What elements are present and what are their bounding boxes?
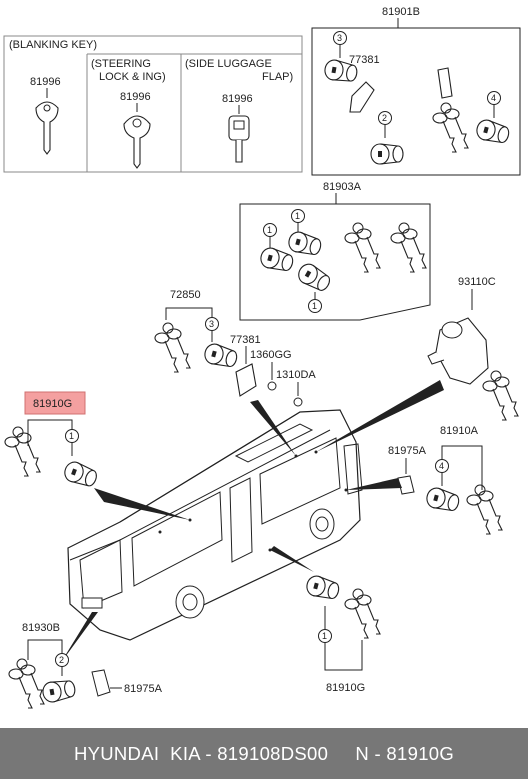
part-93110C-group: 93110C xyxy=(427,276,519,421)
part-81996-label: 81996 xyxy=(120,91,151,103)
part-81910G-label: 81910G xyxy=(326,682,365,694)
callout-4: 4 xyxy=(491,93,496,103)
parts-diagram: (BLANKING KEY) (STEERING LOCK & ING) (SI… xyxy=(3,6,521,709)
part-81975A-label: 81975A xyxy=(388,445,427,457)
blanking-key-label: (BLANKING KEY) xyxy=(9,39,97,51)
part-1360GG-label: 1360GG xyxy=(250,349,292,361)
part-81903A-label: 81903A xyxy=(323,181,362,193)
part-81910A-group: 81910A 4 81975A xyxy=(388,425,503,535)
part-81901B-label: 81901B xyxy=(382,6,420,18)
steering-label-1: (STEERING xyxy=(91,58,151,70)
blanking-key-group: (BLANKING KEY) (STEERING LOCK & ING) (SI… xyxy=(3,35,303,173)
callout-3: 3 xyxy=(337,33,342,43)
part-72850-group: 72850 3 xyxy=(154,289,240,373)
part-81996-label: 81996 xyxy=(222,93,253,105)
part-81910G-bottom-group: 1 81910G xyxy=(304,573,381,694)
callout-4: 4 xyxy=(439,461,444,471)
callout-1: 1 xyxy=(267,225,272,235)
part-72850-label: 72850 xyxy=(170,289,201,301)
blank-key-icon xyxy=(123,115,151,169)
part-77381-group: 77381 1360GG 1310DA xyxy=(230,334,316,407)
callout-2: 2 xyxy=(59,655,64,665)
part-1310DA-label: 1310DA xyxy=(276,369,316,381)
blank-key-icon xyxy=(35,101,59,155)
callout-1: 1 xyxy=(322,631,327,641)
footer-bar: HYUNDAI KIA - 819108DS00 N - 81910G xyxy=(0,728,528,779)
bus-illustration xyxy=(60,380,444,664)
callout-1: 1 xyxy=(312,301,317,311)
part-81975A-label: 81975A xyxy=(124,683,163,695)
callout-1: 1 xyxy=(295,211,300,221)
callout-1: 1 xyxy=(69,431,74,441)
part-81910G-label: 81910G xyxy=(33,398,72,410)
part-93110C-label: 93110C xyxy=(458,276,496,288)
callout-3: 3 xyxy=(209,319,214,329)
part-81910A-label: 81910A xyxy=(440,425,479,437)
callout-2: 2 xyxy=(382,113,387,123)
steering-label-2: LOCK & ING) xyxy=(99,71,166,83)
part-81903A-group: 81903A 1 1 1 xyxy=(239,181,431,321)
part-81930B-label: 81930B xyxy=(22,622,60,634)
part-81901B-group: 81901B 3 77381 2 4 xyxy=(311,6,521,176)
part-77381-label: 77381 xyxy=(230,334,261,346)
part-81910G-highlight-group: 81910G 1 xyxy=(4,391,100,490)
footer-text: HYUNDAI KIA - 819108DS00 N - 81910G xyxy=(73,742,455,764)
part-77381-label: 77381 xyxy=(349,54,380,66)
blank-key-icon xyxy=(228,115,250,163)
side-luggage-label-2: FLAP) xyxy=(262,71,293,83)
side-luggage-label-1: (SIDE LUGGAGE xyxy=(185,58,272,70)
part-81996-label: 81996 xyxy=(30,76,61,88)
part-81930B-group: 81930B 2 81975A xyxy=(8,622,163,709)
